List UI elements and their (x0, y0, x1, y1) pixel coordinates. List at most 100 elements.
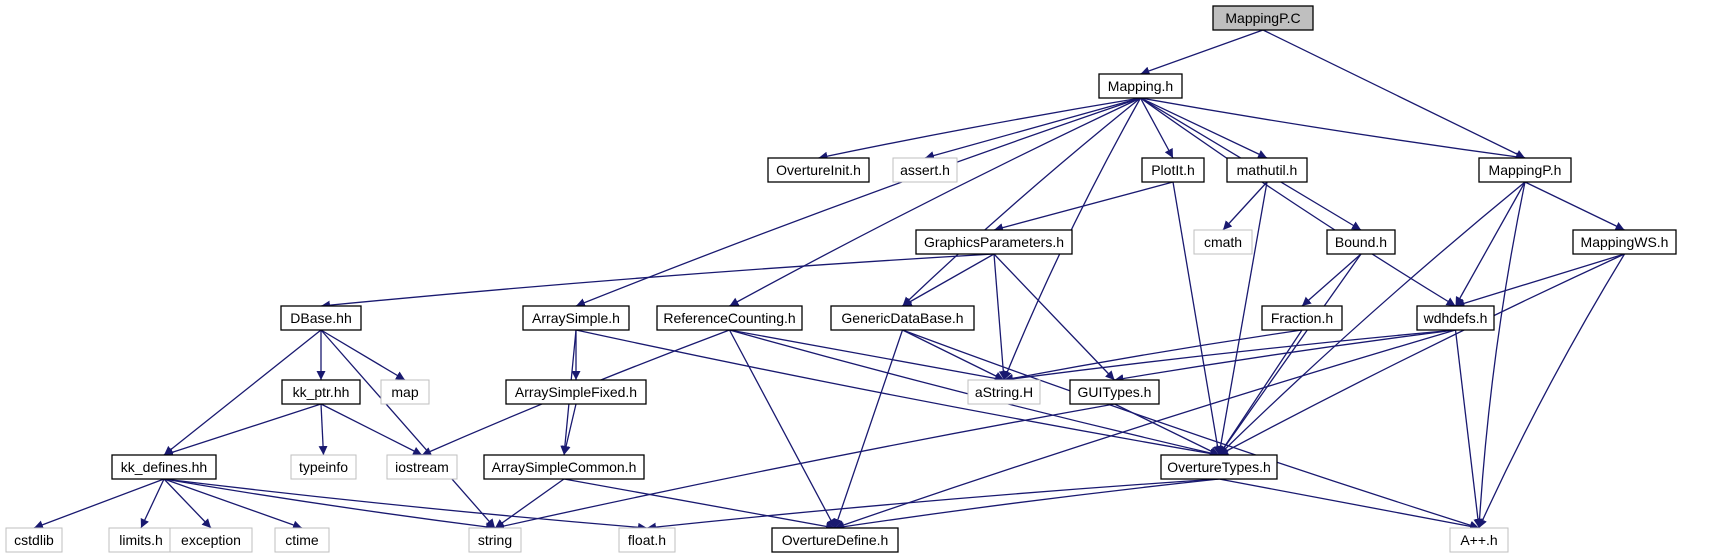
node-label: OvertureInit.h (776, 162, 861, 178)
node-label: MappingP.h (1489, 162, 1562, 178)
edge-kk-defines-hh-to-exception (163, 478, 212, 529)
node-label: cmath (1204, 234, 1242, 250)
edge-mappingp-h-to-mappingws-h (1524, 181, 1625, 231)
node-label: GUITypes.h (1078, 384, 1152, 400)
edge-overturetypes-h-to-overturedefine-h (834, 478, 1220, 532)
edge-graphicsparameters-h-to-astring-h (993, 253, 1008, 381)
node-box (1416, 305, 1495, 331)
node-mappingp-h[interactable]: MappingP.h (1478, 157, 1572, 183)
node-box (1141, 157, 1205, 183)
edge-mappingp-h-to-wdhdefs-h (1454, 181, 1526, 307)
node-label: GenericDataBase.h (841, 310, 963, 326)
node-overturetypes-h[interactable]: OvertureTypes.h (1160, 454, 1278, 480)
node-mappingws-h[interactable]: MappingWS.h (1572, 229, 1677, 255)
node-box (468, 527, 522, 553)
edge-genericdatabase-h-to-overturedefine-h (833, 329, 904, 529)
edge-dbase-hh-to-map (320, 329, 406, 381)
node-box (386, 454, 458, 480)
node-overtureinit-h[interactable]: OvertureInit.h (767, 157, 870, 183)
edge-bound-h-to-fraction-h (1301, 253, 1362, 307)
node-box (280, 305, 362, 331)
node-label: limits.h (119, 532, 163, 548)
node-label: GraphicsParameters.h (924, 234, 1064, 250)
edge-wdhdefs-h-to-overturedefine-h (834, 329, 1456, 530)
node-label: OvertureTypes.h (1167, 459, 1271, 475)
edge-kk-defines-hh-to-limits-h (140, 478, 165, 529)
node-box (111, 454, 217, 480)
edge-mapping-h-to-mappingp-h (1140, 97, 1526, 162)
node-label: Mapping.h (1108, 78, 1173, 94)
node-box (1261, 305, 1343, 331)
node-box (967, 379, 1041, 405)
edge-fraction-h-to-astring-h (1003, 329, 1303, 383)
node-box (1449, 527, 1509, 553)
node-box (5, 527, 63, 553)
node-label: mathutil.h (1237, 162, 1298, 178)
edge-mappingws-h-to-wdhdefs-h (1455, 253, 1625, 308)
node-label: kk_defines.hh (121, 459, 207, 475)
node-label: ctime (285, 532, 319, 548)
node-fraction-h[interactable]: Fraction.h (1261, 305, 1343, 331)
edge-mathutil-h-to-cmath (1222, 181, 1268, 231)
node-label: ArraySimpleCommon.h (492, 459, 637, 475)
node-kk-defines-hh[interactable]: kk_defines.hh (111, 454, 217, 480)
node-label: wdhdefs.h (1423, 310, 1488, 326)
node-mappingp-c[interactable]: MappingP.C (1212, 5, 1314, 31)
edge-mappingp-h-to-overturetypes-h (1218, 181, 1526, 456)
node-referencecounting-h[interactable]: ReferenceCounting.h (656, 305, 803, 331)
node-box (1069, 379, 1160, 405)
node-wdhdefs-h[interactable]: wdhdefs.h (1416, 305, 1495, 331)
node-float-h: float.h (618, 527, 676, 553)
node-arraysimplecommon-h[interactable]: ArraySimpleCommon.h (483, 454, 645, 480)
edge-mapping-h-to-assert-h (924, 97, 1141, 160)
edge-mapping-h-to-overtureinit-h (818, 97, 1141, 161)
node-label: Fraction.h (1271, 310, 1333, 326)
node-label: ArraySimple.h (532, 310, 620, 326)
node-label: typeinfo (299, 459, 348, 475)
node-graphicsparameters-h[interactable]: GraphicsParameters.h (915, 229, 1073, 255)
node-genericdatabase-h[interactable]: GenericDataBase.h (830, 305, 975, 331)
edge-kk-defines-hh-to-float-h (163, 478, 648, 532)
node-label: PlotIt.h (1151, 162, 1195, 178)
node-arraysimplefixed-h[interactable]: ArraySimpleFixed.h (505, 379, 647, 405)
node-box (1160, 454, 1278, 480)
edge-arraysimple-h-to-overturetypes-h (575, 329, 1220, 458)
node-box (618, 527, 676, 553)
node-box (1572, 229, 1677, 255)
edge-wdhdefs-h-to-guitypes-h (1114, 329, 1456, 383)
edge-genericdatabase-h-to-appp-h (902, 329, 1480, 530)
edge-mapping-h-to-genericdatabase-h (902, 97, 1141, 307)
node-box (505, 379, 647, 405)
edge-kk-defines-hh-to-ctime (163, 478, 303, 530)
edge-mappingp-c-to-mappingp-h (1262, 29, 1526, 159)
edge-graphicsparameters-h-to-dbase-hh (320, 253, 995, 310)
edge-graphicsparameters-h-to-guitypes-h (993, 253, 1115, 381)
node-box (830, 305, 975, 331)
edge-plotit-h-to-overturetypes-h (1172, 181, 1222, 456)
node-label: cstdlib (14, 532, 54, 548)
node-dbase-hh[interactable]: DBase.hh (280, 305, 362, 331)
node-plotit-h[interactable]: PlotIt.h (1141, 157, 1205, 183)
node-bound-h[interactable]: Bound.h (1326, 229, 1396, 255)
node-box (290, 454, 357, 480)
node-box (281, 379, 361, 405)
node-box (483, 454, 645, 480)
node-mapping-h[interactable]: Mapping.h (1098, 73, 1183, 99)
node-assert-h: assert.h (892, 157, 958, 183)
node-label: ArraySimpleFixed.h (515, 384, 637, 400)
node-label: kk_ptr.hh (293, 384, 350, 400)
node-kk-ptr-hh[interactable]: kk_ptr.hh (281, 379, 361, 405)
node-ctime: ctime (274, 527, 330, 553)
edge-referencecounting-h-to-astring-h (729, 329, 1005, 383)
edge-referencecounting-h-to-overturedefine-h (728, 329, 836, 529)
edge-overturetypes-h-to-appp-h (1218, 478, 1480, 531)
node-app-h: A++.h (1449, 527, 1509, 553)
node-guitypes-h[interactable]: GUITypes.h (1069, 379, 1160, 405)
node-box (380, 379, 430, 405)
node-arraysimple-h[interactable]: ArraySimple.h (522, 305, 630, 331)
node-mathutil-h[interactable]: mathutil.h (1226, 157, 1308, 183)
edge-bound-h-to-overturetypes-h (1218, 253, 1362, 456)
node-overturedefine-h[interactable]: OvertureDefine.h (771, 527, 899, 553)
